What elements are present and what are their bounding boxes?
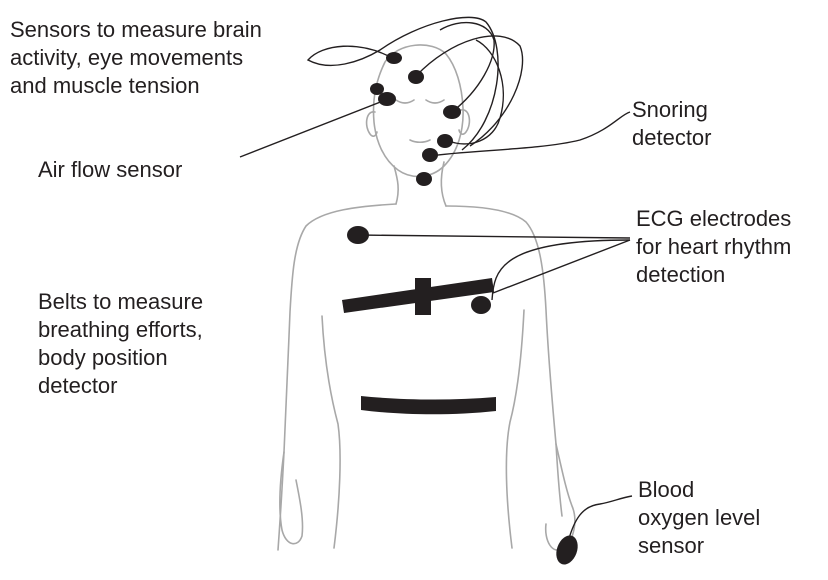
wire-1	[308, 17, 498, 150]
leader-oxygen	[568, 496, 632, 542]
sensor-jaw	[422, 148, 438, 162]
label-belts: Belts to measure breathing efforts, body…	[38, 288, 203, 400]
sensor-temple-1	[370, 83, 384, 95]
left-arm-outer	[278, 204, 396, 550]
label-air-flow: Air flow sensor	[38, 156, 182, 184]
label-brain-sensors-line: Sensors to measure brain	[10, 16, 262, 44]
label-ecg-line: detection	[636, 261, 791, 289]
label-brain-sensors-line: activity, eye movements	[10, 44, 262, 72]
label-belts-line: Belts to measure	[38, 288, 203, 316]
leader-ecg-heart	[493, 240, 630, 293]
eye-right	[426, 100, 444, 103]
torso-left-side	[322, 316, 340, 548]
sensor-chin	[437, 134, 453, 148]
label-belts-line: body position	[38, 344, 203, 372]
sensor-eye	[378, 92, 396, 106]
label-belts-line: breathing efforts,	[38, 316, 203, 344]
sensor-cheek	[443, 105, 461, 119]
label-brain-sensors-line: and muscle tension	[10, 72, 262, 100]
eye-left	[396, 100, 414, 103]
label-blood-oxygen-line: oxygen level	[638, 504, 760, 532]
right-arm-outer	[446, 206, 562, 516]
label-blood-oxygen: Blood oxygen level sensor	[638, 476, 760, 560]
abdomen-belt	[361, 396, 496, 414]
sensor-throat	[416, 172, 432, 186]
torso-right-side	[506, 310, 524, 548]
mouth	[410, 140, 430, 142]
label-ecg: ECG electrodes for heart rhythm detectio…	[636, 205, 791, 289]
label-ecg-line: ECG electrodes	[636, 205, 791, 233]
leader-lines	[240, 99, 632, 542]
sensor-oxygen-finger	[552, 532, 581, 567]
label-ecg-line: for heart rhythm	[636, 233, 791, 261]
label-brain-sensors: Sensors to measure brain activity, eye m…	[10, 16, 262, 100]
label-blood-oxygen-line: sensor	[638, 532, 760, 560]
sensor-scalp-2	[408, 70, 424, 84]
label-snoring-line: Snoring	[632, 96, 712, 124]
wire-2	[416, 36, 523, 146]
label-snoring: Snoring detector	[632, 96, 712, 152]
leader-ecg-heart-curve	[492, 240, 630, 300]
label-blood-oxygen-line: Blood	[638, 476, 760, 504]
label-belts-line: detector	[38, 372, 203, 400]
leader-air-flow	[240, 99, 388, 157]
neck-left	[394, 166, 398, 204]
neck-right	[441, 162, 446, 206]
belts	[342, 278, 496, 414]
label-snoring-line: detector	[632, 124, 712, 152]
chest-belt-buckle	[415, 278, 431, 315]
sensor-ecg-heart	[471, 296, 491, 314]
sensor-scalp-1	[386, 52, 402, 64]
sensor-ecg-chest	[347, 226, 369, 244]
label-air-flow-line: Air flow sensor	[38, 156, 182, 184]
leader-ecg-chest	[358, 235, 630, 238]
